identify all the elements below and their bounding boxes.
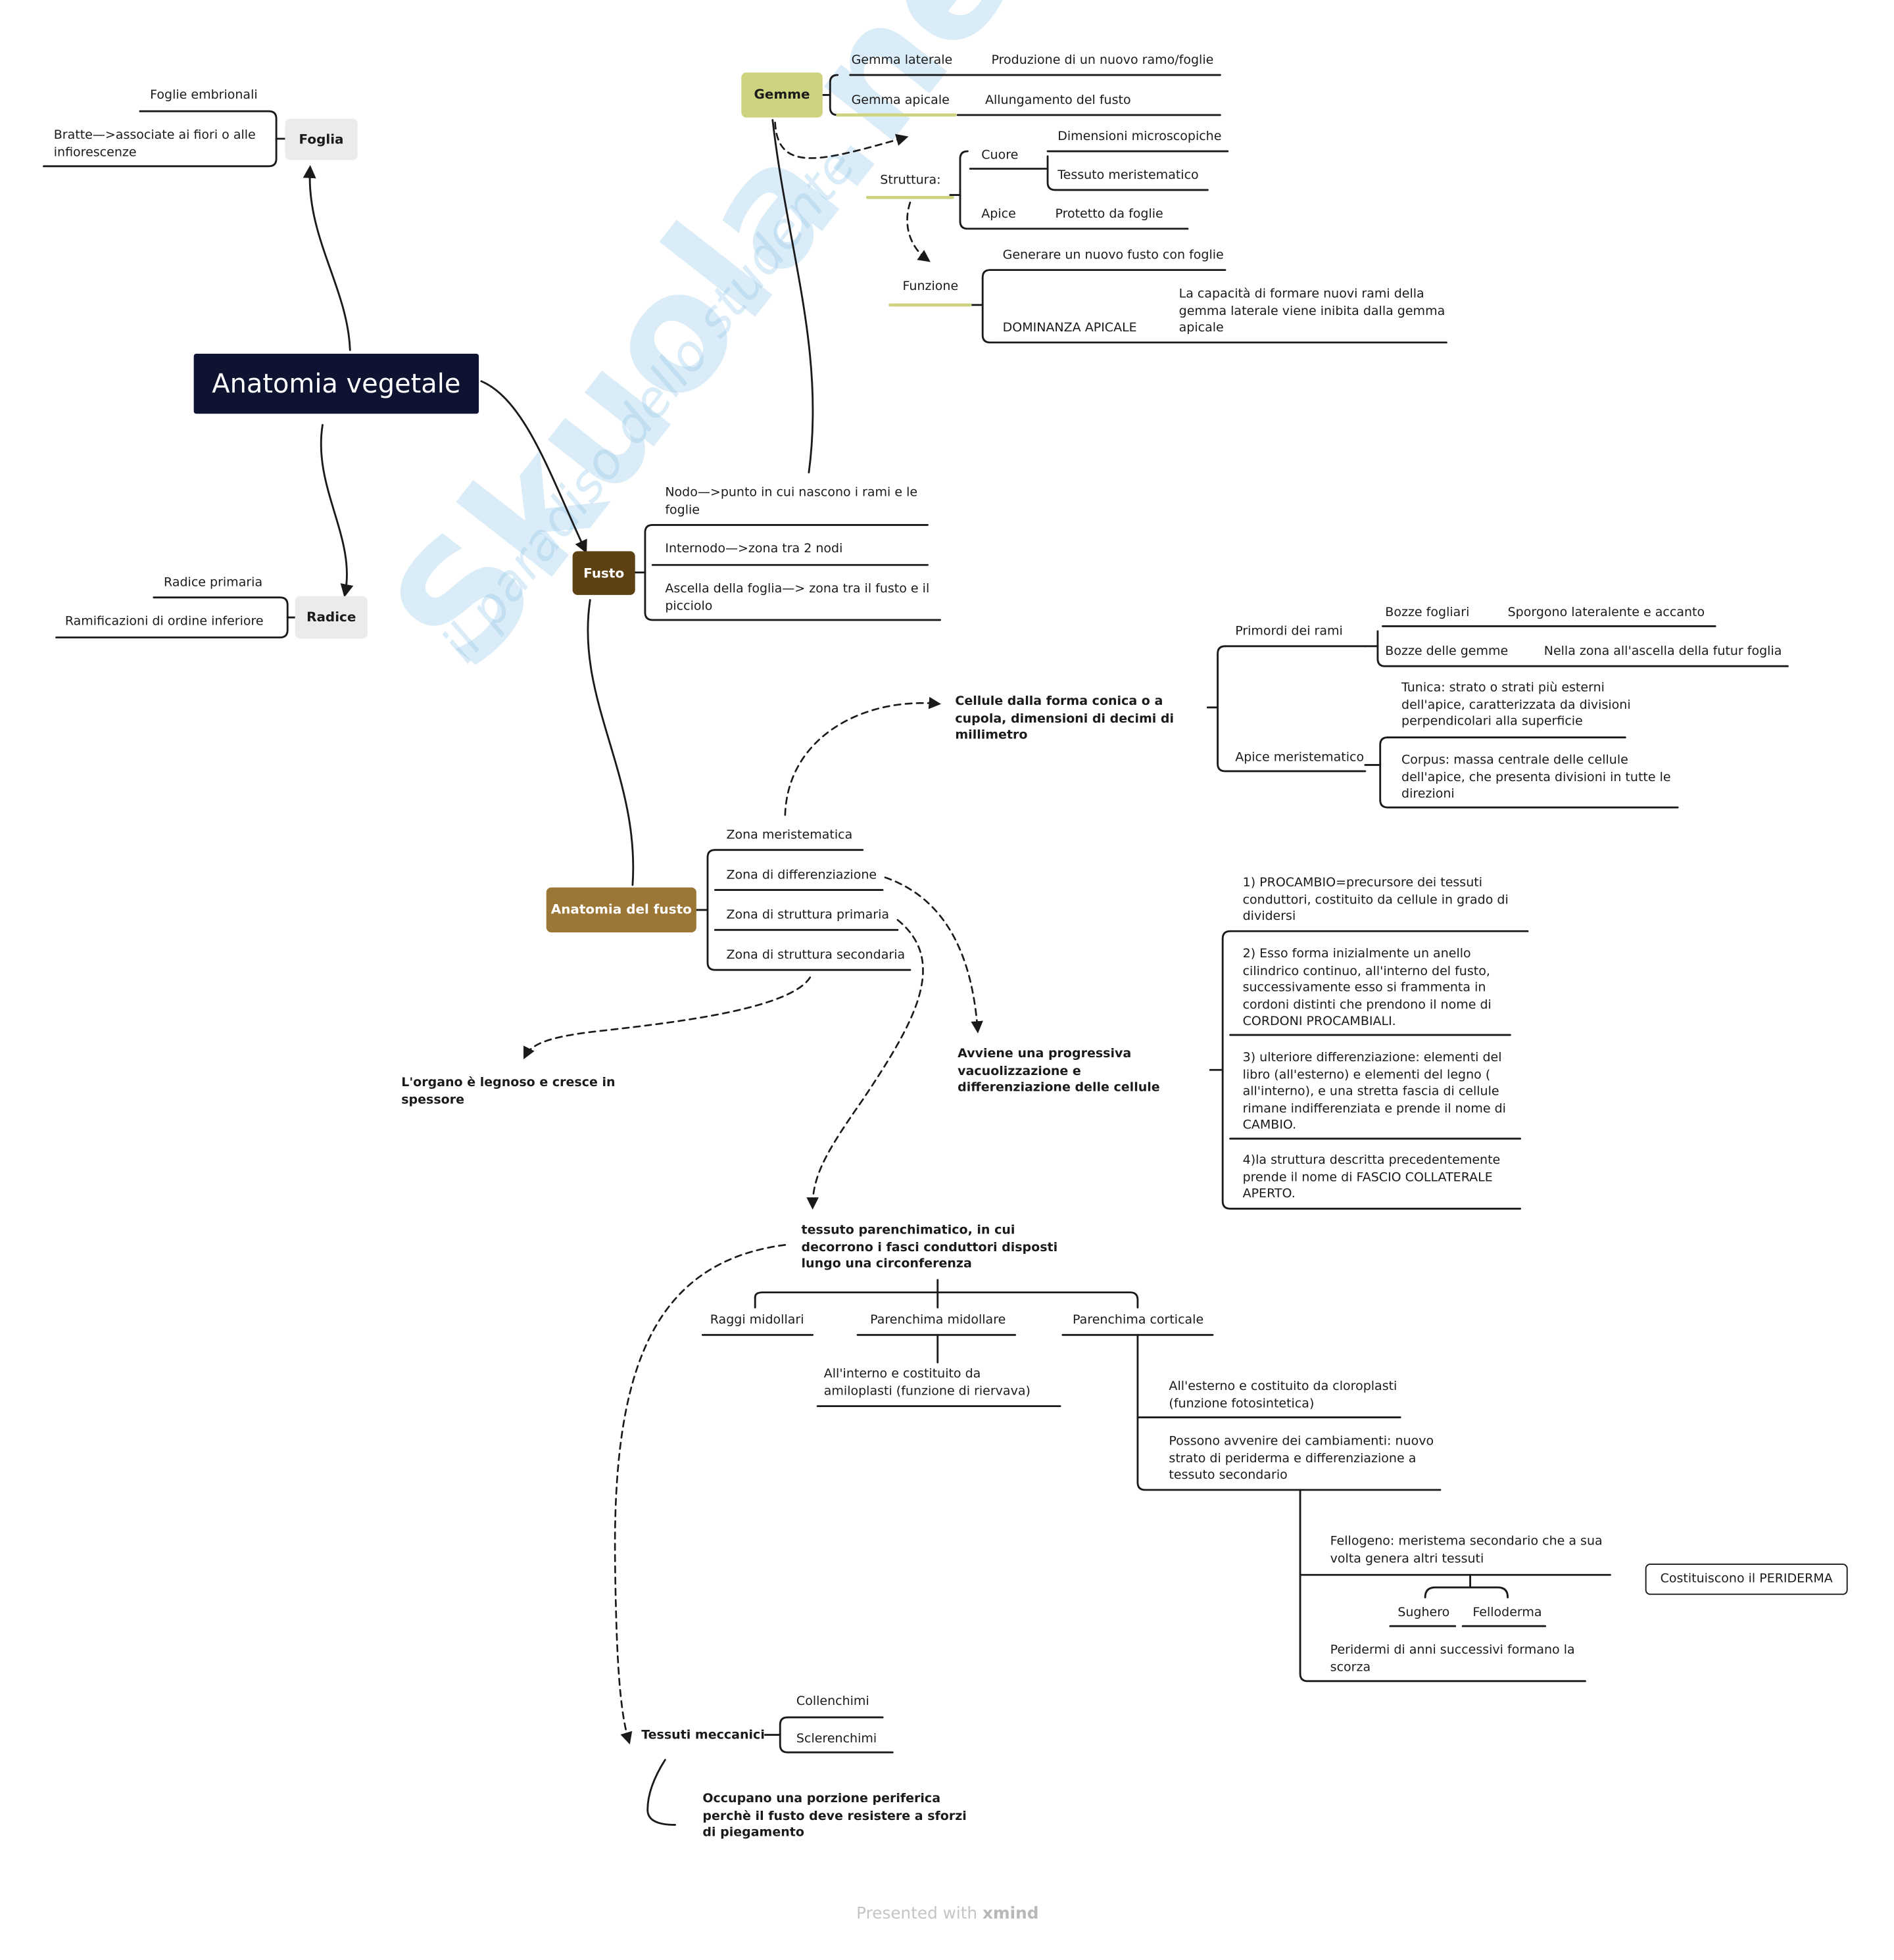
central-topic[interactable]: Anatomia vegetale: [193, 353, 479, 414]
zona-meristematica: Zona meristematica: [726, 828, 853, 843]
tunica: Tunica: strato o strati più esterni dell…: [1401, 681, 1631, 729]
parenchima-midollare: Parenchima midollare: [870, 1313, 1006, 1327]
raggi-midollari: Raggi midollari: [710, 1313, 804, 1327]
fusto-node[interactable]: Fusto: [572, 551, 635, 595]
meccanici-desc: Occupano una porzione periferica perchè …: [702, 1792, 967, 1840]
sughero: Sughero: [1397, 1606, 1450, 1620]
zona-differenziazione: Zona di differenziazione: [726, 869, 877, 883]
fusto-nodo: Nodo—>punto in cui nascono i rami e le f…: [665, 486, 918, 517]
bozze-fogliari-desc: Sporgono lateralente e accanto: [1507, 606, 1705, 620]
felloderma: Felloderma: [1472, 1606, 1542, 1620]
funzione-generare: Generare un nuovo fusto con foglie: [1002, 249, 1224, 263]
corpus: Corpus: massa centrale delle cellule del…: [1401, 753, 1671, 801]
bratte: Bratte—>associate ai fiori o alle infior…: [53, 128, 256, 160]
xmind-logo: xmind: [982, 1905, 1039, 1924]
parenchima-corticale: Parenchima corticale: [1073, 1313, 1204, 1327]
gemme-node[interactable]: Gemme: [741, 72, 823, 118]
radice-node[interactable]: Radice: [295, 596, 368, 639]
anatomia-fusto-node[interactable]: Anatomia del fusto: [546, 887, 696, 933]
gemma-laterale-desc: Produzione di un nuovo ramo/foglie: [991, 53, 1214, 68]
tessuti-meccanici: Tessuti meccanici: [641, 1729, 765, 1742]
peridermi: Peridermi di anni successivi formano la …: [1330, 1643, 1575, 1675]
gemma-apicale: Gemma apicale: [851, 93, 950, 108]
collenchimi: Collenchimi: [796, 1694, 869, 1709]
cellule-forma: Cellule dalla forma conica o a cupola, d…: [955, 694, 1175, 743]
corticale-cambiamenti: Possono avvenire dei cambiamenti: nuovo …: [1169, 1435, 1434, 1483]
fellogeno: Fellogeno: meristema secondario che a su…: [1330, 1535, 1603, 1566]
differenziazione-desc: Avviene una progressiva vacuolizzazione …: [958, 1047, 1160, 1095]
dominanza-desc: La capacità di formare nuovi rami della …: [1178, 287, 1445, 335]
fusto-internodo: Internodo—>zona tra 2 nodi: [665, 542, 843, 556]
primordi-rami: Primordi dei rami: [1235, 625, 1343, 639]
cuore-label: Cuore: [981, 149, 1019, 163]
bozze-gemme: Bozze delle gemme: [1385, 644, 1509, 659]
struttura-label: Struttura:: [880, 174, 941, 188]
tessuto-parenchimatico: tessuto parenchimatico, in cui decorrono…: [801, 1224, 1058, 1272]
step-procambio: 1) PROCAMBIO=precursore dei tessuti cond…: [1242, 876, 1509, 924]
apice-label: Apice: [981, 207, 1016, 222]
midollare-desc: All'interno e costituito da amiloplasti …: [823, 1367, 1031, 1398]
zona-struttura-secondaria: Zona di struttura secondaria: [726, 948, 906, 963]
foglia-node[interactable]: Foglia: [285, 118, 358, 160]
cuore-dimensioni: Dimensioni microscopiche: [1057, 130, 1222, 144]
step-anello: 2) Esso forma inizialmente un anello cil…: [1242, 947, 1492, 1029]
apice-meristematico: Apice meristematico: [1235, 751, 1365, 765]
periderma-box[interactable]: Costituiscono il PERIDERMA: [1645, 1564, 1848, 1595]
fusto-ascella: Ascella della foglia—> zona tra il fusto…: [665, 582, 930, 613]
zona-struttura-primaria: Zona di struttura primaria: [726, 909, 890, 922]
radice-primaria: Radice primaria: [164, 576, 263, 590]
foglie-embrionali: Foglie embrionali: [150, 88, 258, 103]
step-cambio: 3) ulteriore differenziazione: elementi …: [1242, 1051, 1506, 1133]
secondaria-desc: L'organo è legnoso e cresce in spessore: [401, 1076, 616, 1107]
bozze-gemme-desc: Nella zona all'ascella della futur fogli…: [1543, 644, 1782, 659]
gemma-laterale: Gemma laterale: [851, 53, 953, 68]
gemma-apicale-desc: Allungamento del fusto: [984, 93, 1131, 108]
bozze-fogliari: Bozze fogliari: [1385, 606, 1470, 620]
corticale-esterno: All'esterno e costituito da cloroplasti …: [1169, 1379, 1397, 1411]
sclerenchimi: Sclerenchimi: [796, 1732, 877, 1746]
funzione-label: Funzione: [902, 279, 959, 294]
footer-prefix: Presented with: [856, 1905, 978, 1924]
ramificazioni: Ramificazioni di ordine inferiore: [64, 615, 264, 629]
dominanza-apicale: DOMINANZA APICALE: [1002, 321, 1137, 335]
presented-with-footer: Presented with xmind: [856, 1905, 1056, 1924]
step-fascio: 4)la struttura descritta precedentemente…: [1242, 1153, 1501, 1201]
apice-desc: Protetto da foglie: [1055, 207, 1163, 222]
cuore-tessuto: Tessuto meristematico: [1057, 168, 1199, 183]
